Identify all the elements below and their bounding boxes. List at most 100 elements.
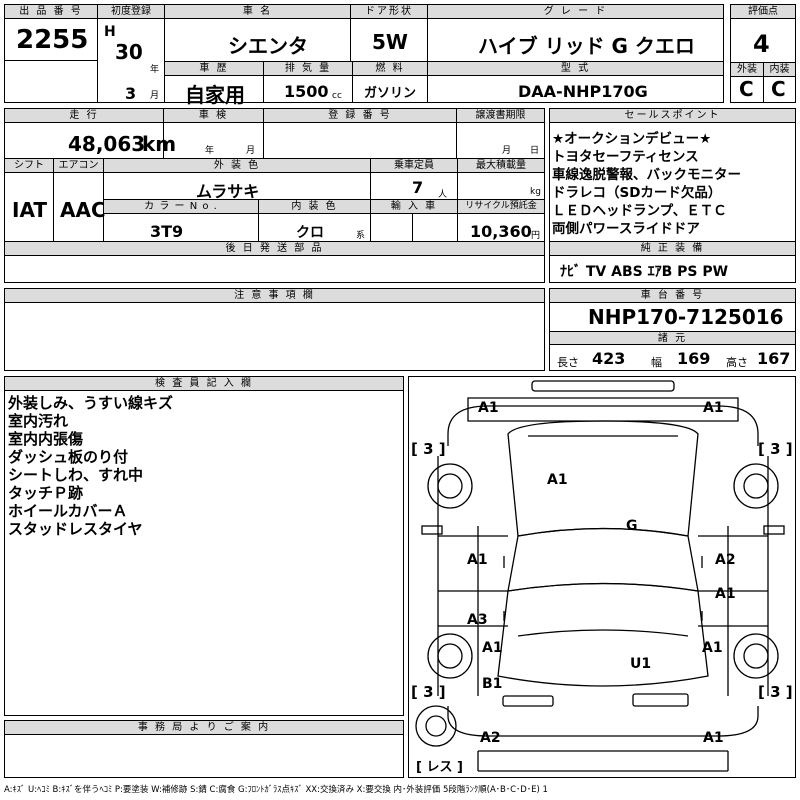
color-no-label: カ ラ ー N o . [104, 200, 258, 214]
inspector-note: 外装しみ、うすい線キズ [8, 394, 174, 412]
inspection-month-unit: 月 [246, 146, 256, 156]
damage-rear-left: A2 [480, 730, 501, 746]
inspector-block [4, 376, 404, 716]
inspector-note: タッチＰ跡 [8, 484, 84, 502]
int-color-unit: 系 [356, 231, 366, 241]
mileage-unit: km [142, 132, 177, 156]
color-no: 3T9 [150, 222, 184, 241]
damage-left-quarter: A1 [482, 640, 503, 656]
tire-front-left: [ 3 ] [411, 440, 446, 458]
transfer-label: 譲渡書期限 [457, 109, 544, 123]
shift: IAT [12, 198, 48, 222]
office-block [4, 720, 404, 778]
car-diagram [415, 380, 785, 772]
inspector-note: ホイールカバーＡ [8, 502, 128, 520]
recycle: 10,360 [470, 222, 532, 241]
tire-rear-left: [ 3 ] [411, 683, 446, 701]
max-load-unit: kg [530, 187, 541, 197]
fuel-label: 燃 料 [353, 62, 427, 76]
recycle-unit: 円 [531, 231, 541, 241]
int-color: クロ [296, 225, 324, 241]
registration-label: 登 録 番 号 [264, 109, 456, 123]
model-code: DAA-NHP170G [518, 82, 648, 101]
width-label: 幅 [651, 356, 662, 369]
import-label: 輸 入 車 [371, 200, 457, 214]
mileage-label: 走 行 [5, 109, 163, 123]
grade-label: グ レ ー ド [428, 5, 723, 19]
capacity: 7 [412, 178, 424, 197]
damage-right-front-door: A2 [715, 552, 736, 568]
history: 自家用 [185, 83, 245, 107]
ext-color: ムラサキ [196, 182, 260, 201]
score: 4 [753, 30, 770, 58]
int-color-label: 内 装 色 [259, 200, 370, 214]
car-diagram-block [408, 376, 796, 778]
damage-right-quarter: A1 [702, 640, 723, 656]
tire-rear-right: [ 3 ] [758, 683, 793, 701]
inspection-label: 車 検 [164, 109, 263, 123]
cautions-block [4, 288, 545, 371]
vehicle-details-block [4, 108, 545, 283]
transfer-month-unit: 月 [502, 146, 512, 156]
history-label: 車 歴 [165, 62, 263, 76]
later-parts-label: 後 日 発 送 部 品 [5, 242, 544, 256]
int-grade-label: 内装 [764, 63, 795, 77]
office-label: 事 務 局 よ り ご 案 内 [5, 721, 403, 735]
inspector-note: シートしわ、すれ中 [8, 466, 144, 484]
sales-point: ドラレコ（SDカード欠品） [552, 185, 722, 201]
sales-point: ＬＥＤヘッドランプ、ＥＴＣ [552, 203, 727, 219]
inspection-year-unit: 年 [205, 146, 215, 156]
first-reg-label: 初度登録 [98, 5, 164, 19]
tire-front-right: [ 3 ] [758, 440, 793, 458]
ext-color-label: 外 装 色 [104, 159, 370, 173]
chassis-label: 車 台 番 号 [550, 289, 795, 303]
transfer-day-unit: 日 [530, 146, 540, 156]
tire-spare: [ レス ] [416, 760, 463, 775]
damage-front-left: A1 [478, 400, 499, 416]
door-label: ドア形状 [351, 5, 427, 19]
sales-point: トヨタセーフティセンス [552, 149, 699, 165]
sales-points-block [549, 108, 796, 283]
chassis-number: NHP170-7125016 [588, 305, 784, 329]
equipment-label: 純 正 装 備 [550, 242, 795, 256]
ext-grade: C [739, 77, 754, 101]
lot-number: 2255 [16, 25, 89, 55]
damage-front-right: A1 [703, 400, 724, 416]
damage-left-rear-side: B1 [482, 676, 503, 692]
inspector-notes: 外装しみ、うすい線キズ 室内汚れ 室内内張傷 ダッシュ板のり付 シートしわ、すれ… [8, 394, 173, 538]
sales-point: ★オークションデビュー★ [552, 131, 712, 147]
model-code-label: 型 式 [428, 62, 723, 76]
damage-left-rear-door: A3 [467, 612, 488, 628]
capacity-label: 乗車定員 [371, 159, 457, 173]
inspector-note: ダッシュ板のり付 [8, 448, 129, 466]
displacement-unit: cc [332, 91, 342, 101]
grade: ハイブ リッド G クエロ [478, 34, 695, 58]
aircon-label: エアコン [54, 159, 103, 173]
height: 167 [757, 349, 791, 368]
first-reg-era: H [104, 24, 116, 40]
top-info-block [4, 4, 724, 103]
first-reg-year: 30 [115, 40, 143, 64]
displacement-label: 排 気 量 [264, 62, 352, 76]
cautions-label: 注 意 事 項 欄 [5, 289, 544, 303]
dimensions-label: 諸 元 [550, 331, 795, 345]
damage-right-rear-door: A1 [715, 586, 736, 602]
inspector-note: 室内内張傷 [8, 430, 84, 448]
capacity-unit: 人 [438, 190, 448, 200]
door-type: 5W [372, 30, 408, 54]
recycle-label: リサイクル預託金 [458, 200, 544, 214]
sales-point: 車線逸脱警報、バックモニター [552, 167, 741, 183]
shift-label: シフト [5, 159, 53, 173]
sales-points-list: ★オークションデビュー★ トヨタセーフティセンス 車線逸脱警報、バックモニター … [552, 130, 794, 238]
max-load-label: 最大積載量 [458, 159, 544, 173]
damage-hood: A1 [547, 472, 568, 488]
first-reg-year-unit: 年 [150, 65, 160, 75]
car-name: シエンタ [228, 34, 308, 58]
equipment: ﾅﾋﾞ TV ABS ｴｱB PS PW [560, 264, 729, 280]
first-reg-month: 3 [125, 84, 137, 103]
inspector-note: 室内汚れ [8, 412, 69, 430]
car-name-label: 車 名 [165, 5, 350, 19]
length: 423 [592, 349, 626, 368]
first-reg-month-unit: 月 [150, 91, 160, 101]
